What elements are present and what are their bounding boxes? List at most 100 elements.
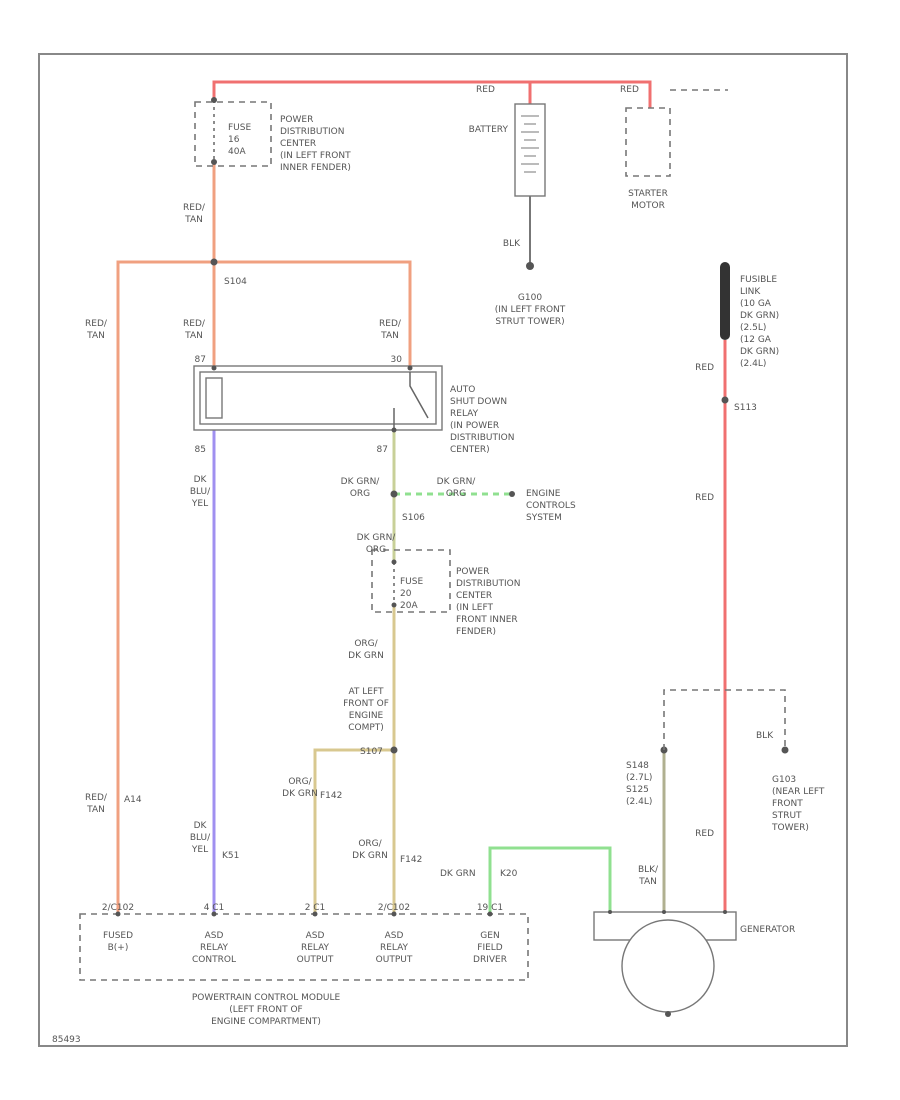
label-pdc-mid: DISTRIBUTION [456,579,520,589]
generator-symbol [621,919,715,1013]
battery-cells [521,115,539,173]
label-dk-grn-org-3: DK GRN/ [357,533,397,543]
label-blk-tan: BLK/ [638,865,659,875]
label-asd-relay: AUTO [450,385,475,395]
label-k20: K20 [500,869,518,879]
label-dk-blu-top: DK [194,475,208,485]
relay-coil [205,377,223,419]
label-fusible-link: (10 GA [740,299,772,309]
label-at-left-front: FRONT OF [343,699,389,709]
label-pcm-caption: POWERTRAIN CONTROL MODULE [192,993,341,1003]
label-fuse-pdc-mid: 20A [400,601,418,611]
s107-splice [390,746,398,754]
label-red-tan-mid: TAN [184,331,203,341]
label-dk-blu-bottom: DK [194,821,208,831]
pdc-mid-box [371,549,451,613]
label-fuse-pdc-top: FUSE [228,123,251,133]
label-fuse-pdc-mid: FUSE [400,577,423,587]
label-dk-blu-top: BLU/ [190,487,211,497]
label-dk-grn-org-3: ORG [366,545,386,555]
label-at-left-front: COMPT) [348,723,384,733]
label-pin-87: 87 [195,355,206,365]
pcm-terminal-label: DRIVER [473,955,507,965]
label-org-dkgrn-3: DK GRN [352,851,388,861]
label-pdc-top: POWER [280,115,313,125]
label-dk-grn-org-2: DK GRN/ [437,477,477,487]
label-pdc-mid: POWER [456,567,489,577]
label-red-gen-2: RED [695,829,714,839]
pcm-terminal-label: ASD [385,931,404,941]
label-org-dkgrn-1: ORG/ [354,639,378,649]
label-pdc-top: DISTRIBUTION [280,127,344,137]
label-fusible-link: DK GRN) [740,347,779,357]
pcm-terminal-label: B(+) [108,943,129,953]
s104-splice [210,258,218,266]
label-red-tan-left: RED/ [85,319,108,329]
label-g103: G103 [772,775,796,785]
pcm-terminal-label: OUTPUT [376,955,413,965]
label-dk-blu-bottom: YEL [191,845,208,855]
label-s106: S106 [402,513,425,523]
label-pdc-mid: (IN LEFT [456,603,493,613]
label-dk-grn-org-1: ORG [350,489,370,499]
label-dk-grn-org-1: DK GRN/ [341,477,381,487]
fusible-link-symbol [720,262,730,340]
label-fusible-link: DK GRN) [740,311,779,321]
pcm-terminal-label: ASD [306,931,325,941]
label-a14: A14 [124,795,142,805]
pcm-terminal-label: RELAY [200,943,229,953]
label-pcm-caption: ENGINE COMPARTMENT) [211,1017,321,1027]
label-g100: G100 [518,293,542,303]
label-g103: FRONT [772,799,803,809]
label-fig-no: 85493 [52,1035,81,1045]
pcm-box [79,913,529,981]
label-pdc-top: (IN LEFT FRONT [280,151,351,161]
label-pdc-mid: FENDER) [456,627,496,637]
pcm-pin-label: 2/C102 [378,903,410,913]
label-red-tan-top: TAN [184,215,203,225]
label-battery: BATTERY [469,125,509,135]
label-red-tan-right: RED/ [379,319,402,329]
label-red-tan-bottom: RED/ [85,793,108,803]
label-fuse-pdc-top: 40A [228,147,246,157]
label-fusible-link: (12 GA [740,335,772,345]
s106-splice [390,490,398,498]
pcm-terminal-label: FIELD [477,943,503,953]
label-red-tan-right: TAN [380,331,399,341]
label-s148: (2.7L) [626,773,652,783]
g100-ground-point [526,262,534,270]
label-red-tan-mid: RED/ [183,319,206,329]
label-blk-g103: BLK [756,731,774,741]
label-s107: S107 [360,747,383,757]
pcm-terminal-label: RELAY [380,943,409,953]
label-pin-30: 30 [391,355,403,365]
label-dk-grn-org-2: ORG [446,489,466,499]
label-org-dkgrn-2: DK GRN [282,789,318,799]
label-g100: STRUT TOWER) [495,317,564,327]
wire-red-tan-left [116,260,214,912]
pcm-terminal-label: RELAY [301,943,330,953]
label-asd-relay: CENTER) [450,445,490,455]
starter-motor-symbol [625,107,671,177]
label-red-tan-left: TAN [86,331,105,341]
label-blk-batt: BLK [503,239,521,249]
label-s148: (2.4L) [626,797,652,807]
pcm-terminal-label: GEN [480,931,499,941]
label-k51: K51 [222,851,239,861]
label-fusible-link: (2.4L) [740,359,766,369]
label-g103: TOWER) [771,823,809,833]
label-g100: (IN LEFT FRONT [495,305,566,315]
label-pdc-top: CENTER [280,139,316,149]
label-org-dkgrn-3: ORG/ [358,839,382,849]
label-s148: S125 [626,785,649,795]
label-at-left-front: ENGINE [349,711,384,721]
engine-controls-dot [509,491,515,497]
wire-org-dk-grn-branch [313,748,394,912]
label-blk-tan: TAN [638,877,657,887]
diagram-frame [38,53,848,1047]
label-s113: S113 [734,403,757,413]
label-red-tan-top: RED/ [183,203,206,213]
label-fusible-link: (2.5L) [740,323,766,333]
